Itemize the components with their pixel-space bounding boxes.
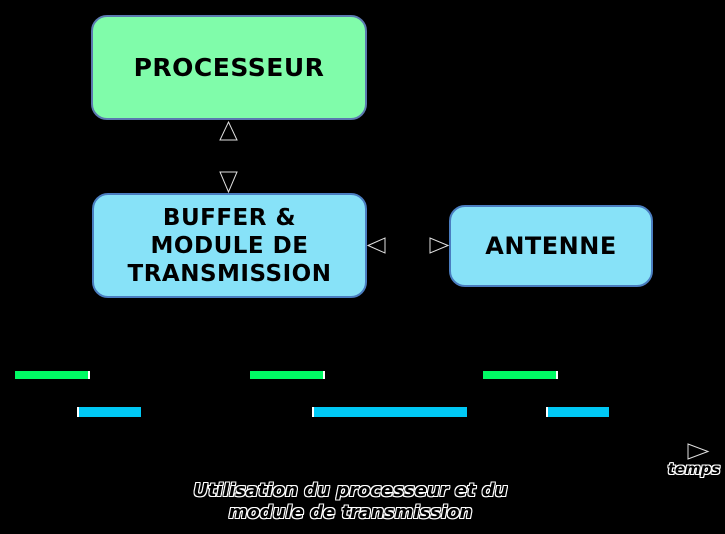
processor-activity-bar bbox=[483, 371, 558, 379]
caption: Utilisation du processeur et du module d… bbox=[98, 480, 603, 524]
antenne-box: ANTENNE bbox=[449, 205, 653, 287]
transmission-activity-bar bbox=[312, 407, 467, 417]
buffer-label-line-3: TRANSMISSION bbox=[127, 260, 332, 287]
transmission-activity-bar bbox=[77, 407, 141, 417]
processor-activity-bar bbox=[15, 371, 90, 379]
buffer-label-line-1: BUFFER & bbox=[162, 204, 297, 231]
time-axis-label: temps bbox=[667, 460, 721, 478]
buffer-label-line-2: MODULE DE bbox=[150, 232, 309, 259]
antenne-box-label: ANTENNE bbox=[485, 232, 617, 260]
buffer-transmission-box-label: BUFFER & MODULE DE TRANSMISSION bbox=[128, 204, 332, 288]
caption-line-2: module de transmission bbox=[228, 502, 473, 523]
transmission-activity-bar bbox=[546, 407, 609, 417]
processor-activity-bar bbox=[250, 371, 325, 379]
processeur-box-label: PROCESSEUR bbox=[133, 53, 325, 82]
processeur-box: PROCESSEUR bbox=[91, 15, 367, 120]
caption-line-1: Utilisation du processeur et du bbox=[193, 480, 508, 501]
buffer-transmission-box: BUFFER & MODULE DE TRANSMISSION bbox=[92, 193, 367, 298]
